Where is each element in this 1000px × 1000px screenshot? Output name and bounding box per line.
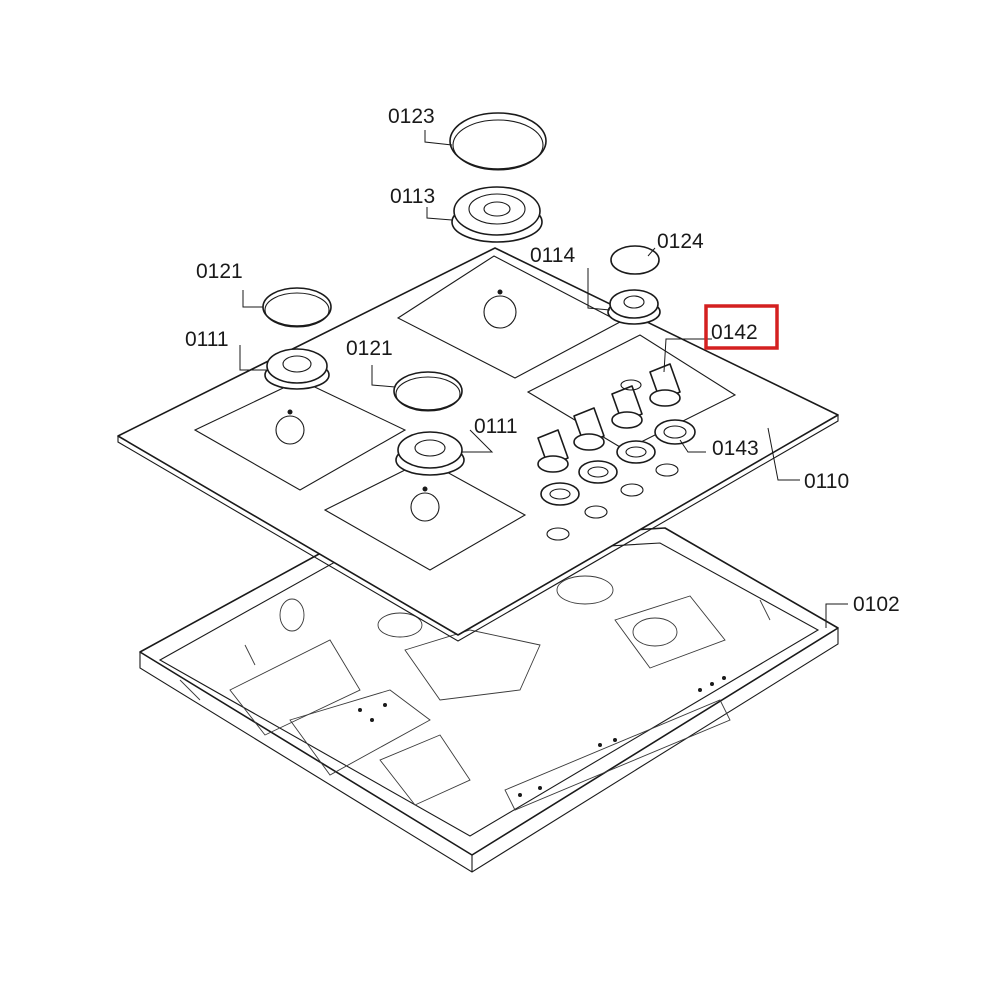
hob-top-plate xyxy=(117,247,839,642)
label-0111-center: 0111 xyxy=(474,415,518,438)
burner-caps xyxy=(262,112,660,412)
part-labels: 0123 0113 0124 0114 0121 0111 0121 0111 … xyxy=(185,105,900,616)
burners xyxy=(264,186,661,476)
bottom-tray xyxy=(139,527,839,873)
leader-lines xyxy=(239,130,848,628)
label-0121-center: 0121 xyxy=(346,337,393,360)
label-0143: 0143 xyxy=(712,437,759,460)
label-0123: 0123 xyxy=(388,105,435,128)
valve-bushings xyxy=(540,419,696,541)
label-0113: 0113 xyxy=(390,185,435,208)
highlight-box-0142 xyxy=(704,304,779,350)
label-0124: 0124 xyxy=(657,230,704,253)
label-0111-left: 0111 xyxy=(185,328,229,351)
label-0121-left: 0121 xyxy=(196,260,243,283)
label-0142: 0142 xyxy=(711,321,758,344)
label-0114: 0114 xyxy=(530,244,575,267)
label-0110: 0110 xyxy=(804,470,849,493)
label-0102: 0102 xyxy=(853,593,900,616)
control-knobs xyxy=(537,363,681,473)
